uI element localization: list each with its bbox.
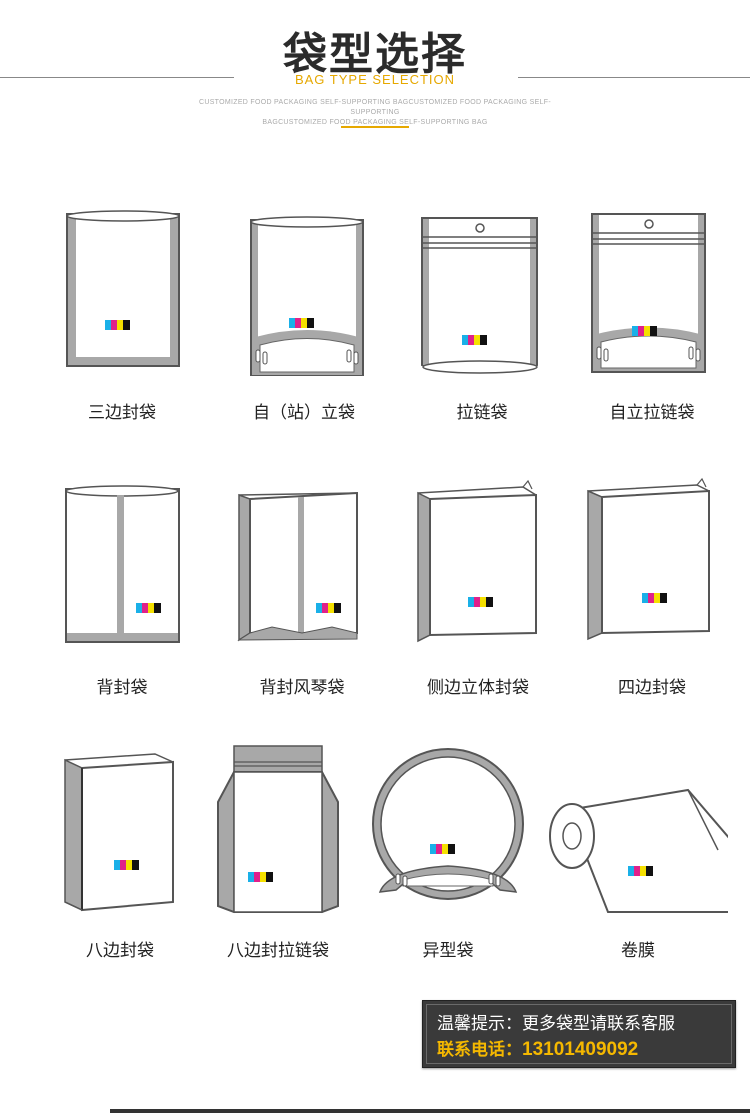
four-side-seal-bag-icon — [587, 477, 710, 641]
bag-option[interactable]: 异型袋 — [358, 740, 538, 970]
bag-option[interactable]: 三边封袋 — [32, 200, 212, 430]
roll-film-icon — [549, 788, 728, 913]
page-subtitle: BAG TYPE SELECTION — [294, 72, 456, 87]
title-divider-left — [0, 77, 234, 78]
bag-label: 拉链袋 — [456, 403, 508, 423]
bag-label: 自（站）立袋 — [253, 403, 355, 423]
bag-option[interactable]: 背封风琴袋 — [212, 475, 392, 705]
bag-label: 异型袋 — [422, 941, 474, 961]
bag-option[interactable]: 卷膜 — [548, 740, 728, 970]
bag-label: 背封袋 — [96, 678, 148, 698]
bag-label: 自立拉链袋 — [609, 403, 695, 423]
stand-up-zipper-bag-icon — [591, 213, 706, 373]
bag-option[interactable]: 侧边立体封袋 — [388, 475, 568, 705]
bag-label: 四边封袋 — [618, 678, 686, 698]
bag-option[interactable]: 拉链袋 — [392, 200, 572, 430]
side-gusset-bag-icon — [417, 479, 537, 643]
header-description-line-2: BAGCUSTOMIZED FOOD PACKAGING SELF-SUPPOR… — [262, 119, 488, 126]
three-side-seal-bag-icon — [66, 210, 180, 367]
bag-option[interactable]: 背封袋 — [32, 475, 212, 705]
back-seal-bag-icon — [65, 485, 180, 643]
page-title: 袋型选择 — [283, 29, 467, 80]
bag-label: 三边封袋 — [88, 403, 156, 423]
notice-box: 温馨提示：更多袋型请联系客服 联系电话：13101409092 — [422, 1000, 736, 1068]
header: 袋型选择 BAG TYPE SELECTION CUSTOMIZED FOOD … — [0, 0, 750, 140]
bag-label: 卷膜 — [621, 941, 655, 961]
shaped-bag-icon — [372, 748, 524, 900]
contact-phone-line: 联系电话：13101409092 — [437, 1035, 638, 1061]
bag-option[interactable]: 自（站）立袋 — [214, 200, 394, 430]
zipper-bag-icon — [421, 217, 538, 374]
eight-side-seal-bag-icon — [64, 753, 174, 912]
header-description: CUSTOMIZED FOOD PACKAGING SELF-SUPPORTIN… — [180, 98, 570, 128]
back-seal-gusset-bag-icon — [237, 491, 358, 642]
title-underline — [341, 126, 409, 128]
header-description-line-1: CUSTOMIZED FOOD PACKAGING SELF-SUPPORTIN… — [199, 99, 551, 116]
bag-label: 八边封袋 — [86, 941, 154, 961]
phone-number[interactable]: 13101409092 — [522, 1039, 639, 1060]
bottom-divider — [110, 1109, 750, 1113]
bag-option[interactable]: 四边封袋 — [562, 475, 742, 705]
stand-up-bag-icon — [250, 216, 364, 376]
phone-label: 联系电话： — [437, 1040, 522, 1060]
bag-option[interactable]: 八边封拉链袋 — [188, 740, 368, 970]
bag-label: 侧边立体封袋 — [427, 678, 529, 698]
bag-option[interactable]: 自立拉链袋 — [562, 200, 742, 430]
eight-side-seal-zipper-bag-icon — [217, 745, 339, 914]
bag-label: 八边封拉链袋 — [227, 941, 329, 961]
notice-border — [426, 1004, 732, 1064]
notice-text: 温馨提示：更多袋型请联系客服 — [437, 1014, 675, 1034]
title-divider-right — [518, 77, 750, 78]
bag-option[interactable]: 八边封袋 — [30, 740, 210, 970]
bag-label: 背封风琴袋 — [259, 678, 345, 698]
